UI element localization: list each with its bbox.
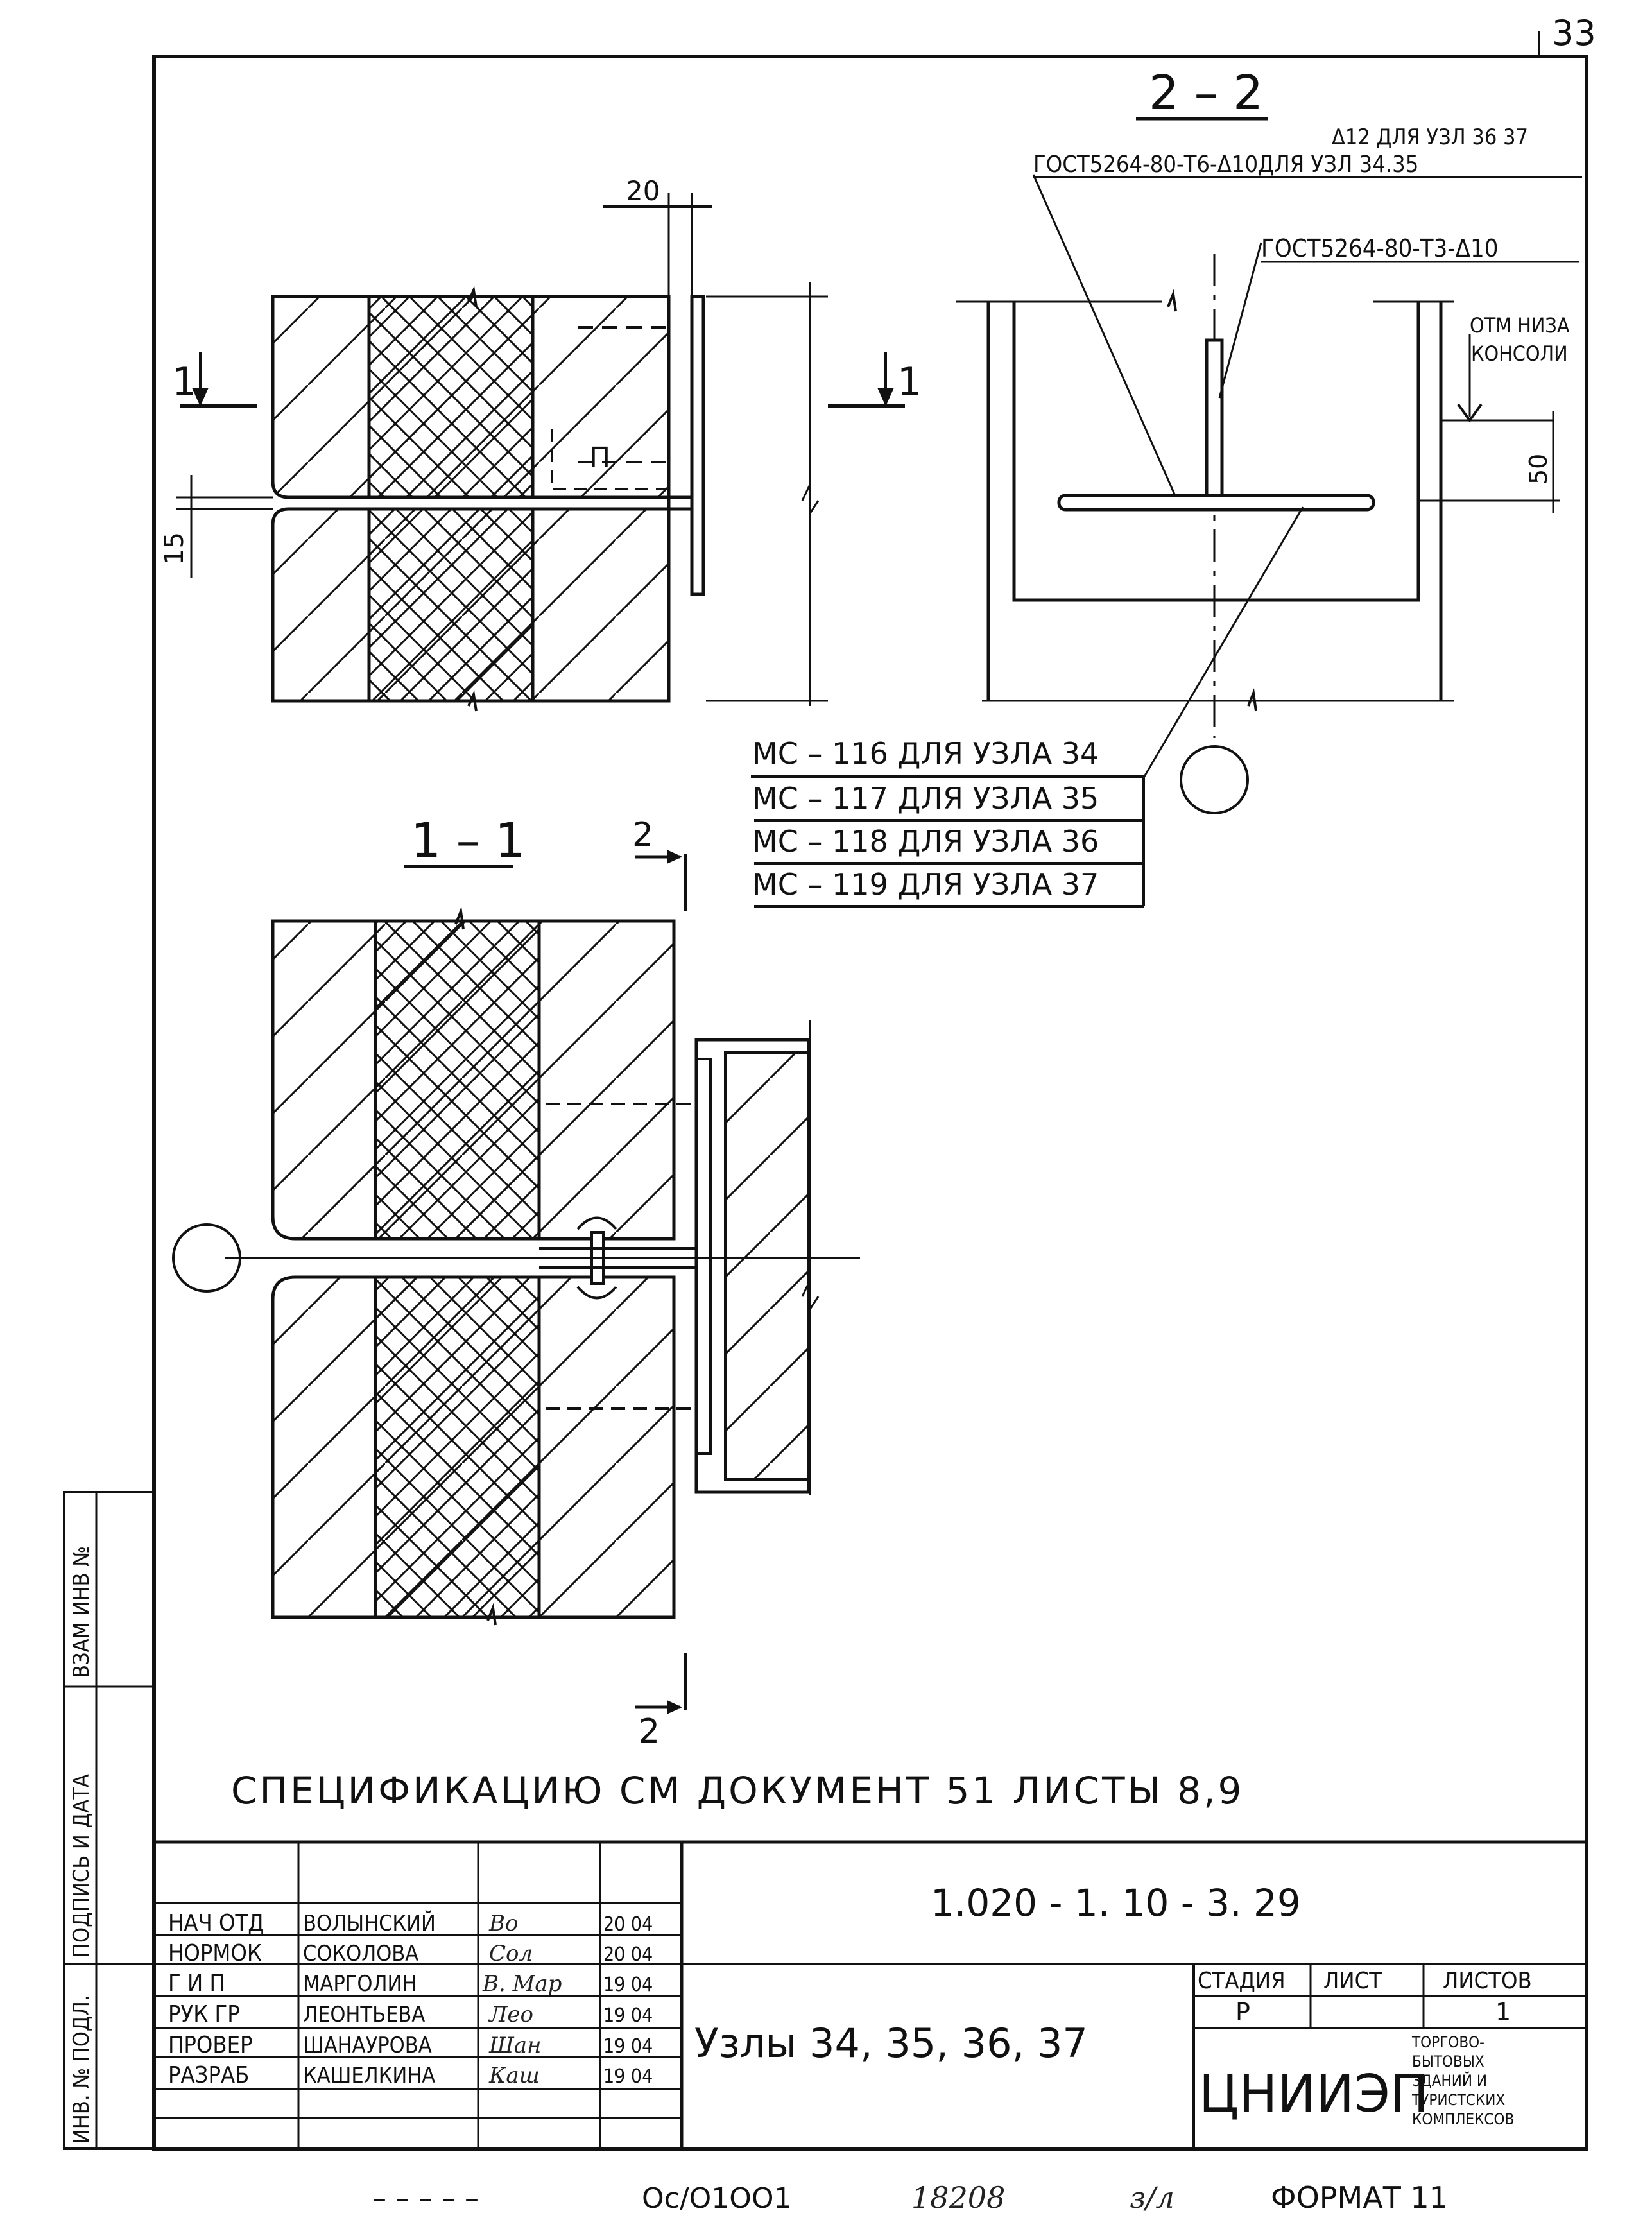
signer-role: НАЧ ОТД: [168, 1910, 264, 1936]
title-block: [154, 1840, 1587, 2149]
footer-code: Ос/О1ОО1: [642, 2182, 792, 2215]
sheets-value: 1: [1495, 1998, 1511, 2026]
organization-sub: КОМПЛЕКСОВ: [1412, 2110, 1514, 2128]
section-1-1-view: [172, 850, 860, 1714]
signer-name: МАРГОЛИН: [303, 1971, 417, 1997]
side-stamp-replace: ВЗАМ ИНВ №: [69, 1546, 94, 1678]
section-2-2-labels: 2 – 2 Δ12 ДЛЯ УЗЛ 36 37 ГОСТ5264-80-Т6-Δ…: [1033, 65, 1582, 485]
sheet-header: ЛИСТ: [1323, 1968, 1382, 1994]
organization-name: ЦНИИЭП: [1199, 2064, 1429, 2124]
datum-label-1: ОТМ НИЗА: [1470, 313, 1570, 338]
signer-rows: НАЧ ОТД ВОЛЫНСКИЙ Во 20 04 НОРМОК СОКОЛО…: [168, 1910, 653, 2088]
document-code: 1.020 - 1. 10 - 3. 29: [931, 1881, 1301, 1925]
cut-mark-2-bottom: 2: [639, 1712, 660, 1751]
signer-name: КАШЕЛКИНА: [303, 2063, 435, 2088]
dim-20-label: 20: [626, 175, 660, 207]
signer-signature: В. Мар: [482, 1971, 562, 1997]
signer-date: 20 04: [603, 1913, 653, 1936]
footer-number: 18208: [911, 2180, 1005, 2215]
section-2-2-view: [956, 117, 1560, 814]
side-stamp: [63, 1491, 155, 2150]
signer-role: РАЗРАБ: [168, 2062, 249, 2088]
part-row: МС – 118 ДЛЯ УЗЛА 36: [752, 824, 1099, 859]
signer-signature: Во: [488, 1911, 518, 1936]
section-mark-1-right: 1: [897, 359, 922, 404]
title-block-text: 1.020 - 1. 10 - 3. 29 Узлы 34, 35, 36, 3…: [694, 1881, 1532, 2128]
part-table-rows: МС – 116 ДЛЯ УЗЛА 34 МС – 117 ДЛЯ УЗЛА 3…: [752, 736, 1099, 902]
signer-date: 19 04: [603, 2065, 653, 2088]
signer-signature: Каш: [488, 2063, 540, 2088]
signer-role: НОРМОК: [168, 1940, 262, 1967]
dim-50-label: 50: [1524, 454, 1553, 485]
weld-label-t6: ГОСТ5264-80-Т6-Δ10ДЛЯ УЗЛ 34.35: [1033, 151, 1418, 178]
part-row: МС – 119 ДЛЯ УЗЛА 37: [752, 867, 1099, 902]
elevation-view: [176, 193, 905, 712]
panel-label: П: [589, 442, 610, 474]
organization-sub: ТОРГОВО-: [1411, 2033, 1484, 2051]
organization-sub: БЫТОВЫХ: [1412, 2053, 1484, 2070]
signer-date: 20 04: [603, 1943, 653, 1966]
section-1-1-labels: 1 – 1 2 2: [411, 813, 660, 1751]
footer-format: ФОРМАТ 11: [1271, 2180, 1448, 2215]
stage-value: Р: [1235, 1998, 1250, 2026]
elevation-labels: 20 15 1 1 П: [160, 175, 922, 565]
drawing-title: Узлы 34, 35, 36, 37: [694, 2020, 1088, 2067]
part-row: МС – 117 ДЛЯ УЗЛА 35: [752, 781, 1099, 816]
part-row: МС – 116 ДЛЯ УЗЛА 34: [752, 736, 1099, 771]
side-stamp-inv: ИНВ. № ПОДЛ.: [69, 1995, 94, 2144]
signer-role: Г И П: [168, 1970, 225, 1997]
signer-signature: Шан: [488, 2033, 541, 2058]
weld-label-t3: ГОСТ5264-80-Т3-Δ10: [1261, 234, 1499, 262]
sheet-frame: [152, 55, 1588, 2151]
section-mark-1-left: 1: [172, 359, 196, 404]
cut-mark-2-top: 2: [632, 816, 653, 854]
signer-name: ВОЛЫНСКИЙ: [303, 1910, 436, 1936]
section-1-1-title: 1 – 1: [411, 813, 525, 868]
signer-name: ЛЕОНТЬЕВА: [303, 2002, 425, 2027]
datum-label-2: КОНСОЛИ: [1471, 341, 1568, 366]
section-2-2-title: 2 – 2: [1149, 65, 1263, 121]
signer-date: 19 04: [603, 2004, 653, 2027]
signer-signature: Лео: [488, 2002, 533, 2027]
organization-sub: ТУРИСТСКИХ: [1411, 2091, 1505, 2109]
signer-name: ШАНАУРОВА: [303, 2033, 432, 2058]
footer-mark: з/л: [1130, 2180, 1174, 2215]
signer-date: 19 04: [603, 2035, 653, 2058]
signer-date: 19 04: [603, 1974, 653, 1996]
dim-15-label: 15: [160, 532, 189, 565]
sheet-number: 33: [1538, 13, 1596, 58]
weld-label-d12: Δ12 ДЛЯ УЗЛ 36 37: [1332, 125, 1528, 150]
signer-role: РУК ГР: [168, 2001, 240, 2027]
svg-text:33: 33: [1552, 13, 1596, 53]
signer-role: ПРОВЕР: [168, 2032, 253, 2058]
organization-sub: ЗДАНИЙ И: [1412, 2071, 1487, 2090]
signer-signature: Сол: [489, 1941, 533, 1967]
signer-name: СОКОЛОВА: [303, 1941, 418, 1967]
side-stamp-sign: ПОДПИСЬ И ДАТА: [69, 1774, 94, 1958]
part-table: [751, 775, 1145, 908]
footer-left: – – – – –: [372, 2182, 479, 2215]
spec-note: СПЕЦИФИКАЦИЮ СМ ДОКУМЕНТ 51 ЛИСТЫ 8,9: [231, 1769, 1244, 1812]
sheets-header: ЛИСТОВ: [1443, 1968, 1532, 1994]
stage-header: СТАДИЯ: [1198, 1968, 1286, 1994]
side-stamp-labels: ИНВ. № ПОДЛ. ПОДПИСЬ И ДАТА ВЗАМ ИНВ №: [69, 1546, 94, 2144]
footer: – – – – – Ос/О1ОО1 18208 з/л ФОРМАТ 11: [372, 2180, 1448, 2215]
